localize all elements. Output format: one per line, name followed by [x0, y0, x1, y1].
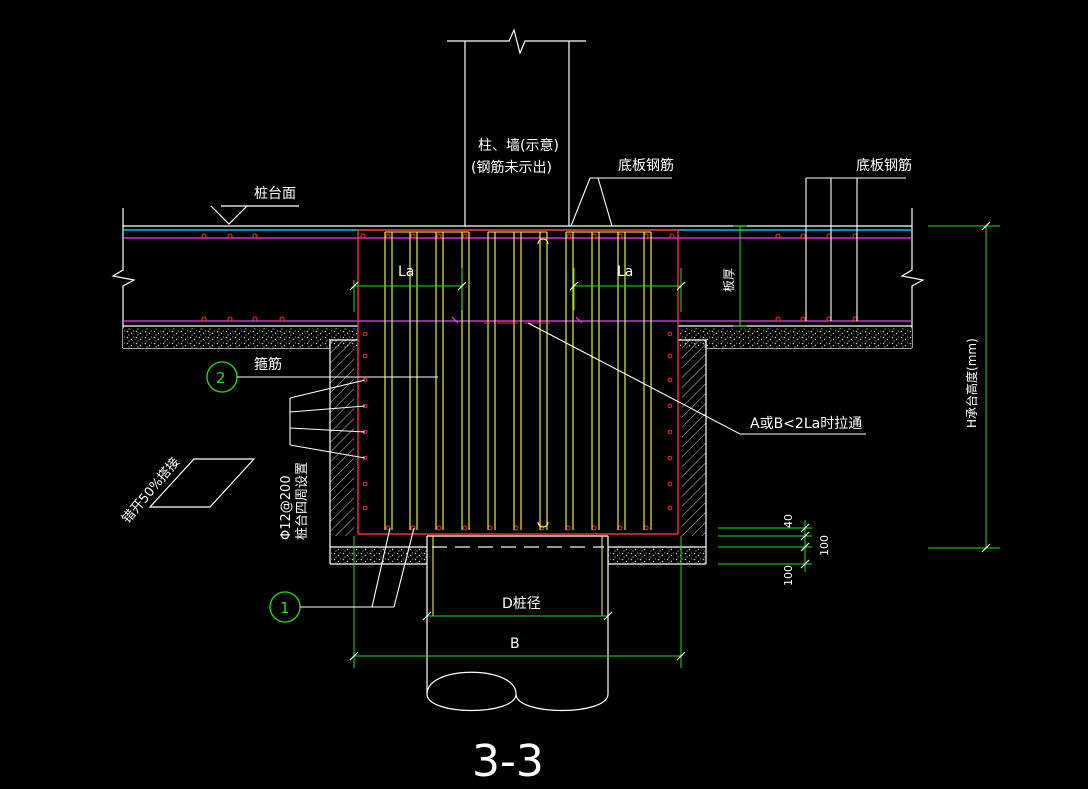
dim-bottom-cover: [718, 520, 812, 572]
cap-bottom-rebar-dots: [385, 525, 649, 531]
pile-rebar-lines: [432, 536, 603, 616]
dim-bottom-cover-ticks: [800, 523, 810, 569]
slab-outline: [111, 208, 925, 349]
tie-through-label: A或B<2La时拉通: [750, 416, 862, 432]
cap-bottom-gravel-left: [331, 548, 427, 563]
cap-walls: [329, 339, 707, 565]
lap-note-hatch: [148, 458, 256, 508]
bottom-rebar-label-1: 底板钢筋: [618, 157, 674, 174]
rebar-not-shown-label: (钢筋未示出): [471, 159, 552, 176]
lap-note-label: 错开50%搭接: [119, 454, 183, 526]
cap-width-label: B: [510, 636, 520, 652]
slab-gravel-left: [123, 328, 358, 348]
rebar-spacing-label: Φ12@200: [279, 475, 294, 540]
stirrup-label: 箍筋: [254, 356, 282, 373]
column-wall-outline: [447, 28, 586, 226]
cap-height-label: H承台高度(mm): [964, 338, 979, 428]
side-rebar-leaders: [289, 379, 366, 459]
dim-slab-thickness: [733, 225, 747, 327]
slab-thickness-label: 板厚: [722, 268, 736, 292]
callout-1-label: 1: [280, 599, 290, 617]
bottom-rebar-leader-1-stroke: [597, 177, 613, 227]
cap-bottom-gravel-right: [608, 548, 705, 563]
dim-100a-label: 100: [818, 535, 831, 556]
la-right-label: La: [617, 264, 633, 280]
pile-diameter-label: D桩径: [502, 595, 541, 612]
bottom-rebar-leader-2: [805, 177, 906, 321]
dim-40-label: 40: [782, 514, 795, 528]
section-title: 3-3: [472, 736, 544, 787]
slab-top-rebar-dots: [201, 233, 858, 239]
cap-top-marker: [210, 205, 299, 225]
slab-bottom-rebar-ticks: [451, 316, 583, 324]
slab-bottom-rebar-dots: [201, 316, 858, 322]
callout-1-leader: [300, 527, 415, 608]
dim-la-right-ticks: [569, 281, 686, 291]
dim-cap-height-ticks: [981, 221, 991, 553]
dim-cap-height: [928, 225, 1000, 549]
dim-cap-width: [353, 536, 682, 668]
cap-top-label: 桩台面: [254, 185, 296, 202]
callout-2-label: 2: [216, 369, 226, 387]
dim-cap-width-ticks: [349, 651, 686, 661]
dim-100b-label: 100: [782, 565, 795, 586]
cap-side-rebar-dots: [362, 331, 673, 511]
rebar-around-label: 桩台四周设置: [295, 462, 310, 540]
dim-pile-diameter-ticks: [422, 611, 613, 621]
la-left-label: La: [398, 264, 414, 280]
bottom-rebar-leader-1: [570, 177, 672, 227]
cap-u-bars: [384, 231, 652, 530]
tie-through-leader: [527, 322, 866, 435]
dim-la-left-ticks: [349, 281, 467, 291]
slab-gravel-right: [678, 328, 912, 348]
column-wall-label: 柱、墙(示意): [478, 137, 559, 154]
bottom-rebar-label-2: 底板钢筋: [856, 157, 912, 174]
dim-la-right: [573, 268, 682, 312]
cap-left-wall-hatch: [330, 340, 354, 536]
cap-right-wall-hatch: [682, 340, 706, 536]
pile-outline: [426, 535, 609, 712]
